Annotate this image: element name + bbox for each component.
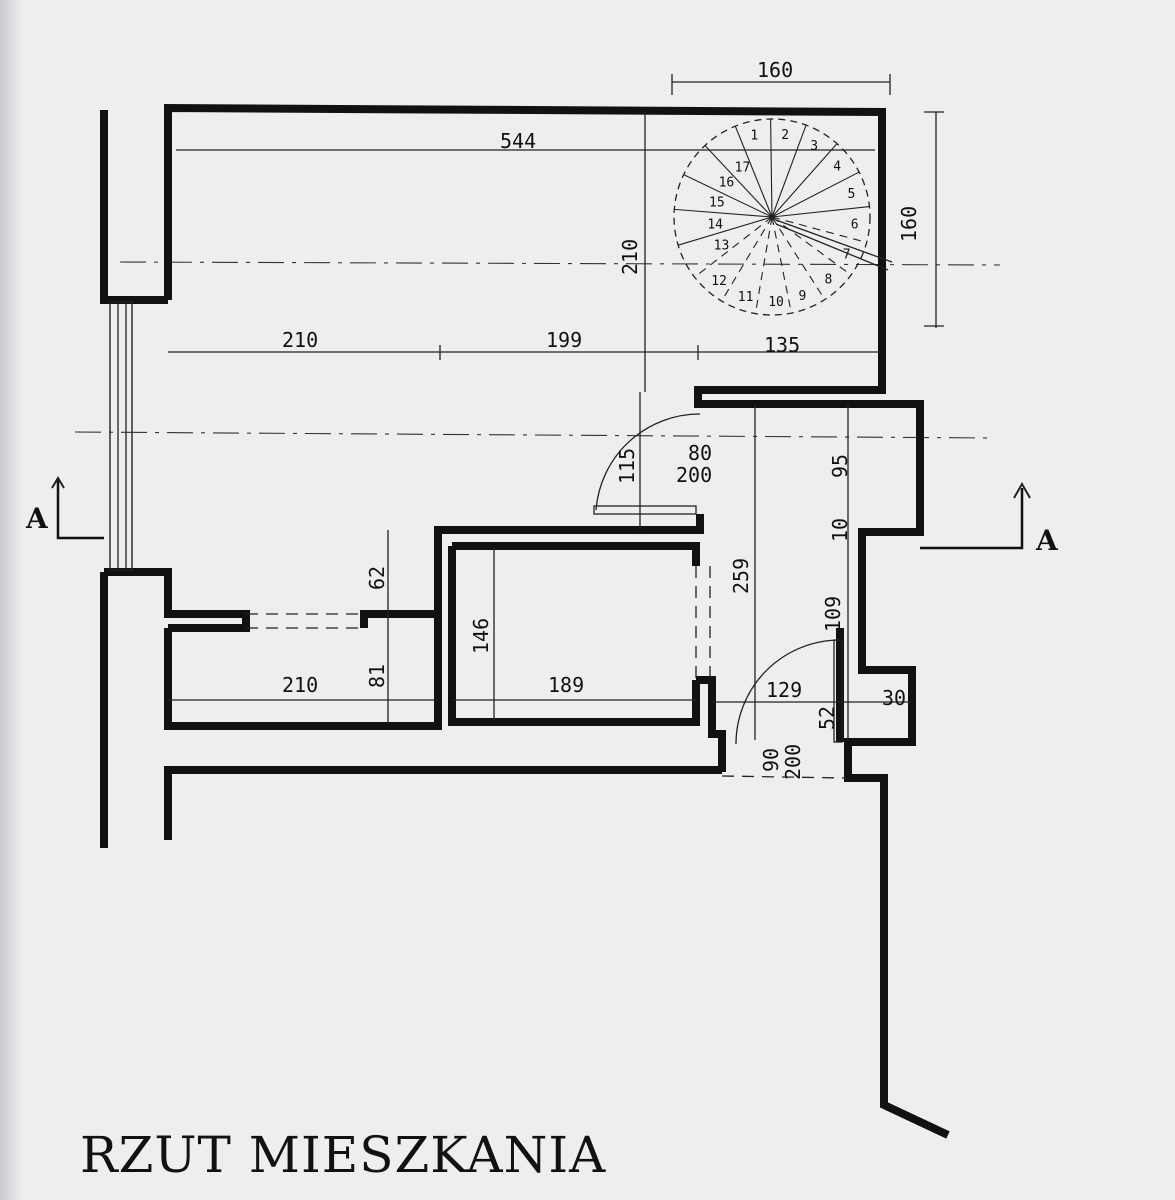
dim-left-segment: 210 xyxy=(282,328,318,352)
dim-hall-259: 259 xyxy=(729,558,753,594)
outer-wall-main xyxy=(164,103,950,1139)
stair-step-label: 5 xyxy=(847,187,855,202)
dim-stair-height: 160 xyxy=(897,206,921,242)
stair-step-label: 16 xyxy=(719,176,735,191)
door-leaf-upper xyxy=(593,505,697,515)
dim-room-depth: 210 xyxy=(618,239,642,275)
dim-middle-segment: 199 xyxy=(546,328,582,352)
stair-step-line xyxy=(704,145,773,218)
door-leaf-lower xyxy=(833,639,843,743)
dim-partition-115: 115 xyxy=(615,448,639,484)
wall-bathroom-door-jamb xyxy=(696,676,726,772)
dim-bath-189: 189 xyxy=(548,673,584,697)
spiral-stair xyxy=(673,118,893,316)
window-pier-upper xyxy=(100,110,168,304)
stair-step-label: 12 xyxy=(711,274,727,289)
stair-step-label: 9 xyxy=(798,289,806,304)
dim-right-segment: 135 xyxy=(764,333,800,357)
stair-step-line xyxy=(683,174,773,218)
dim-door-bottom-width: 90 xyxy=(759,748,783,772)
stair-step-line xyxy=(694,216,773,278)
window xyxy=(109,301,133,571)
door-swing-upper xyxy=(595,413,701,511)
dim-stair-width: 160 xyxy=(757,58,793,82)
stair-step-line xyxy=(771,124,807,218)
section-marker-left-line xyxy=(56,478,104,540)
stair-step-label: 14 xyxy=(707,217,723,232)
dim-hall-52: 52 xyxy=(815,706,839,730)
stair-step-line xyxy=(771,143,838,218)
stair-step-line xyxy=(721,216,773,302)
dim-hall-129: 129 xyxy=(766,678,802,702)
axis-line-middle xyxy=(74,431,996,439)
stair-step-line xyxy=(771,216,852,276)
stair-step-line xyxy=(771,216,826,300)
stair-step-line xyxy=(677,216,773,246)
stair-step-label: 6 xyxy=(851,218,859,233)
dim-room-length: 544 xyxy=(500,129,536,153)
wall-kitchen-stub xyxy=(360,610,438,628)
wall-kitchen-block xyxy=(164,514,704,730)
stair-step-label: 10 xyxy=(768,295,784,310)
dim-hall-95: 95 xyxy=(828,454,852,478)
dim-hall-30: 30 xyxy=(882,686,906,710)
dimension-lines xyxy=(168,74,944,740)
entry-door-dashed xyxy=(721,775,847,779)
stair-step-line xyxy=(770,119,773,218)
axis-line-upper xyxy=(119,261,1001,266)
stair-step-line xyxy=(771,171,860,218)
dim-bottom-left-210: 210 xyxy=(282,673,318,697)
stair-step-label: 15 xyxy=(709,195,725,210)
stair-step-line xyxy=(771,216,867,243)
dim-hall-10: 10 xyxy=(828,518,852,542)
stair-step-line xyxy=(771,216,792,314)
section-marker-right-line xyxy=(920,488,1024,550)
stair-step-label: 11 xyxy=(738,290,754,305)
stair-step-line xyxy=(674,208,773,218)
stair-step-line xyxy=(734,125,773,218)
wall-left-stub xyxy=(104,568,250,632)
dim-door-top-width: 80 xyxy=(688,441,712,465)
stair-step-label: 17 xyxy=(735,160,751,175)
dim-bath-62: 62 xyxy=(365,566,389,590)
stair-step-label: 7 xyxy=(843,247,851,262)
stair-step-line xyxy=(771,206,870,218)
wall-bathroom xyxy=(448,546,700,726)
dim-hall-109: 109 xyxy=(821,596,845,632)
stair-step-label: 1 xyxy=(750,129,758,144)
section-label-left: A xyxy=(25,502,49,535)
section-marker-left-arrow xyxy=(51,476,65,489)
stair-step-label: 8 xyxy=(824,272,832,287)
wall-bathroom-top xyxy=(452,542,700,566)
book-gutter-shadow xyxy=(0,0,22,1200)
stair-step-label: 13 xyxy=(714,239,730,254)
stair-step-label: 2 xyxy=(781,128,789,143)
dim-door-top-height: 200 xyxy=(676,463,712,487)
dim-bath-146: 146 xyxy=(469,618,493,654)
door-swing-lower xyxy=(735,639,841,745)
section-marker-right-arrow xyxy=(1013,481,1031,499)
stair-step-line xyxy=(754,216,773,314)
wall-corridor-lower xyxy=(164,766,722,840)
stair-step-label: 4 xyxy=(833,159,841,174)
dim-door-bottom-height: 200 xyxy=(781,744,805,780)
section-label-right: A xyxy=(1035,524,1059,557)
dim-bath-81: 81 xyxy=(365,664,389,688)
stair-step-label: 3 xyxy=(810,139,818,154)
drawing-title: RZUT MIESZKANIA xyxy=(80,1126,606,1184)
